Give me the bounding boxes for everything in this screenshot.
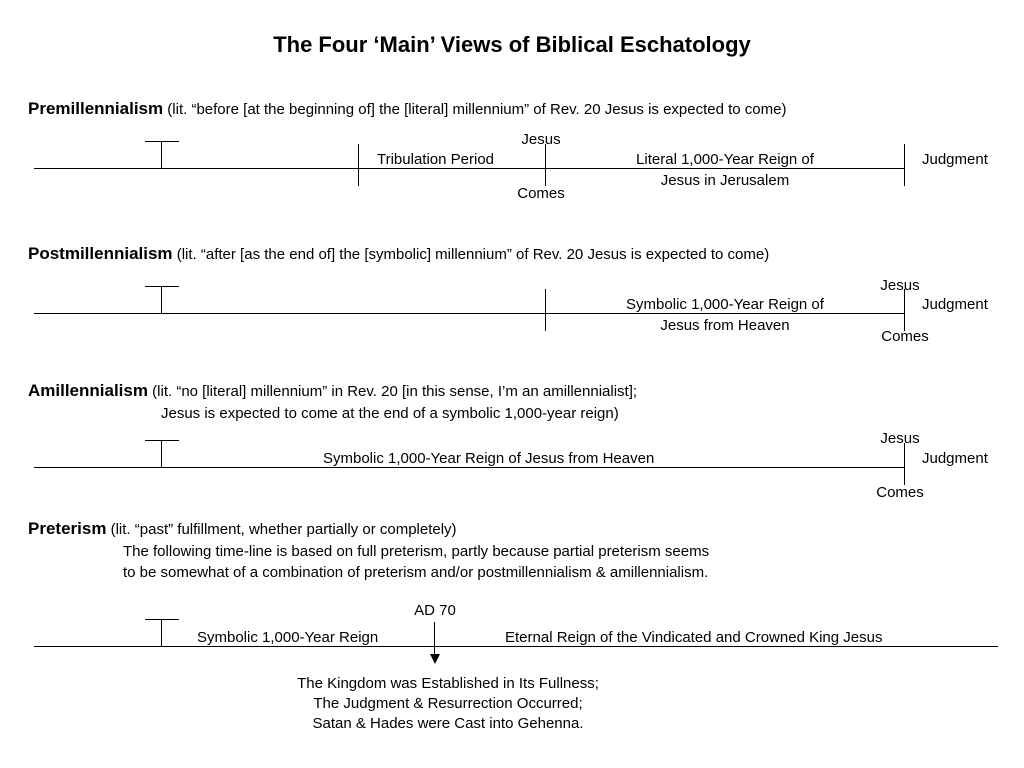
amillennialism-name: Amillennialism <box>28 381 148 400</box>
tribulation-label: Tribulation Period <box>377 151 495 168</box>
second-coming-marker <box>904 289 905 331</box>
amillennialism-description-line1: (lit. “no [literal] millennium” in Rev. … <box>152 383 638 400</box>
premillennialism-name: Premillennialism <box>28 99 164 118</box>
page-title: The Four ‘Main’ Views of Biblical Eschat… <box>273 32 751 57</box>
comes-label: Comes <box>517 185 565 202</box>
down-arrow-icon <box>430 654 440 664</box>
amillennialism-heading: Amillennialism (lit. “no [literal] mille… <box>28 381 637 401</box>
postmillennialism-name: Postmillennialism <box>28 244 173 263</box>
judgment-label: Judgment <box>922 151 988 168</box>
postmillennialism-heading: Postmillennialism (lit. “after [as the e… <box>28 244 769 264</box>
premillennialism-timeline <box>34 168 905 169</box>
postmillennialism-timeline <box>34 313 905 314</box>
ad70-result-line2: The Judgment & Resurrection Occurred; <box>313 695 583 712</box>
reign-label-line2: Jesus from Heaven <box>660 317 790 334</box>
judgment-label: Judgment <box>922 296 988 313</box>
amillennialism-description-line2: Jesus is expected to come at the end of … <box>161 405 619 422</box>
ad70-result-line3: Satan & Hades were Cast into Gehenna. <box>312 715 584 732</box>
preterism-heading: Preterism (lit. “past” fulfillment, whet… <box>28 519 457 539</box>
preterism-timeline <box>34 646 998 647</box>
premillennialism-description: (lit. “before [at the beginning of] the … <box>167 101 787 118</box>
reign-label-line2: Jesus in Jerusalem <box>660 172 790 189</box>
eternal-reign-label: Eternal Reign of the Vindicated and Crow… <box>505 629 883 646</box>
millennium-start-marker <box>545 289 546 331</box>
ad70-arrow-shaft <box>434 622 435 656</box>
reign-label: Symbolic 1,000-Year Reign of Jesus from … <box>323 450 655 467</box>
ad70-result-line1: The Kingdom was Established in Its Fulln… <box>297 675 599 692</box>
preterism-note-line2: to be somewhat of a combination of prete… <box>123 564 709 581</box>
judgment-marker <box>904 144 905 186</box>
preterism-name: Preterism <box>28 519 107 538</box>
comes-label: Comes <box>881 328 929 345</box>
second-coming-marker <box>545 144 546 186</box>
judgment-label: Judgment <box>922 450 988 467</box>
jesus-label: Jesus <box>521 131 561 148</box>
symbolic-reign-label: Symbolic 1,000-Year Reign <box>197 629 379 646</box>
preterism-description: (lit. “past” fulfillment, whether partia… <box>110 521 457 538</box>
ad70-label: AD 70 <box>414 602 456 619</box>
postmillennialism-description: (lit. “after [as the end of] the [symbol… <box>176 246 770 263</box>
reign-label-line1: Symbolic 1,000-Year Reign of <box>626 296 824 313</box>
jesus-label: Jesus <box>880 277 920 294</box>
second-coming-marker <box>904 443 905 485</box>
comes-label: Comes <box>876 484 924 501</box>
amillennialism-timeline <box>34 467 905 468</box>
preterism-note-line1: The following time-line is based on full… <box>123 543 710 560</box>
premillennialism-heading: Premillennialism (lit. “before [at the b… <box>28 99 787 119</box>
reign-label-line1: Literal 1,000-Year Reign of <box>636 151 814 168</box>
jesus-label: Jesus <box>880 430 920 447</box>
tribulation-start-marker <box>358 144 359 186</box>
